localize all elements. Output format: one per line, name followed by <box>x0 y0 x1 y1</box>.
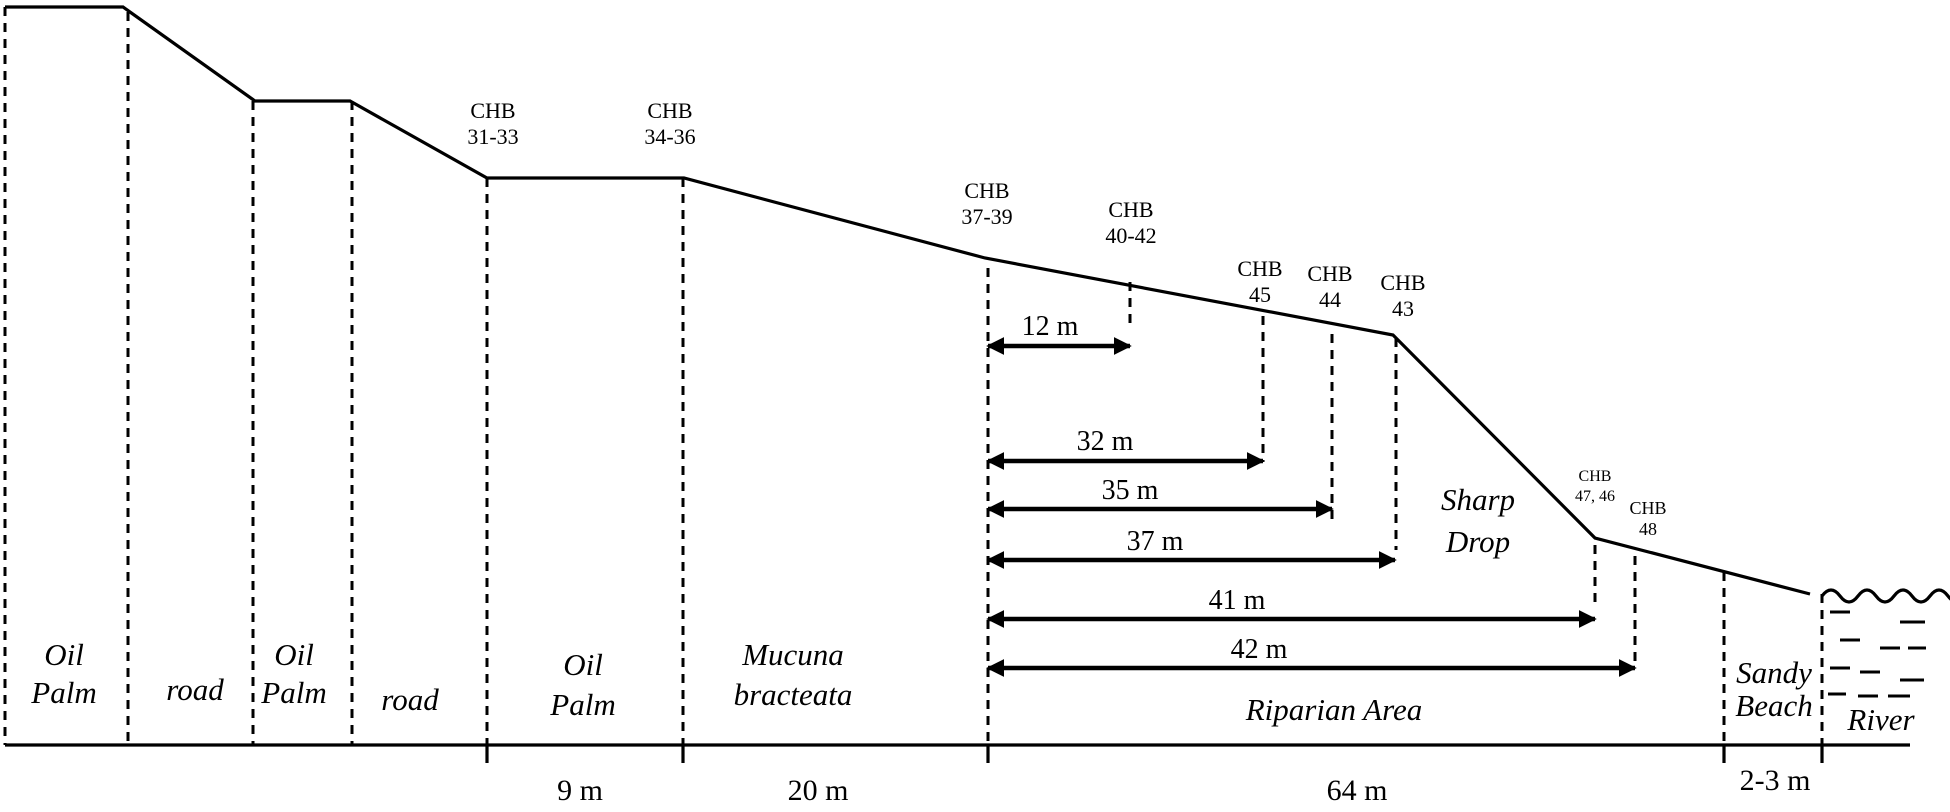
distance-label-37m: 37 m <box>1127 526 1184 557</box>
zone-riparian-area: Riparian Area <box>1245 692 1423 727</box>
distance-label-12m: 12 m <box>1022 311 1079 342</box>
bottom-span-labels: 9 m 20 m 64 m 2-3 m <box>557 764 1810 807</box>
distance-label-42m: 42 m <box>1231 634 1288 665</box>
distance-label-41m: 41 m <box>1209 585 1266 616</box>
zone-boundaries <box>3 7 1824 745</box>
zone-road-2: road <box>381 682 439 717</box>
river-water-symbol <box>1820 588 1950 698</box>
span-2-3m: 2-3 m <box>1740 764 1811 797</box>
distance-label-32m: 32 m <box>1077 426 1134 457</box>
span-64m: 64 m <box>1327 774 1388 807</box>
distance-labels: 12 m 32 m 35 m 37 m 41 m 42 m <box>1022 311 1288 665</box>
zone-river: River <box>1846 702 1915 737</box>
terrain-profile-line <box>5 5 1811 596</box>
distance-arrows <box>986 337 1637 677</box>
zone-road-1: road <box>166 672 224 707</box>
distance-label-35m: 35 m <box>1102 475 1159 506</box>
span-9m: 9 m <box>557 774 603 807</box>
span-20m: 20 m <box>788 774 849 807</box>
span-ticks <box>485 745 1824 763</box>
